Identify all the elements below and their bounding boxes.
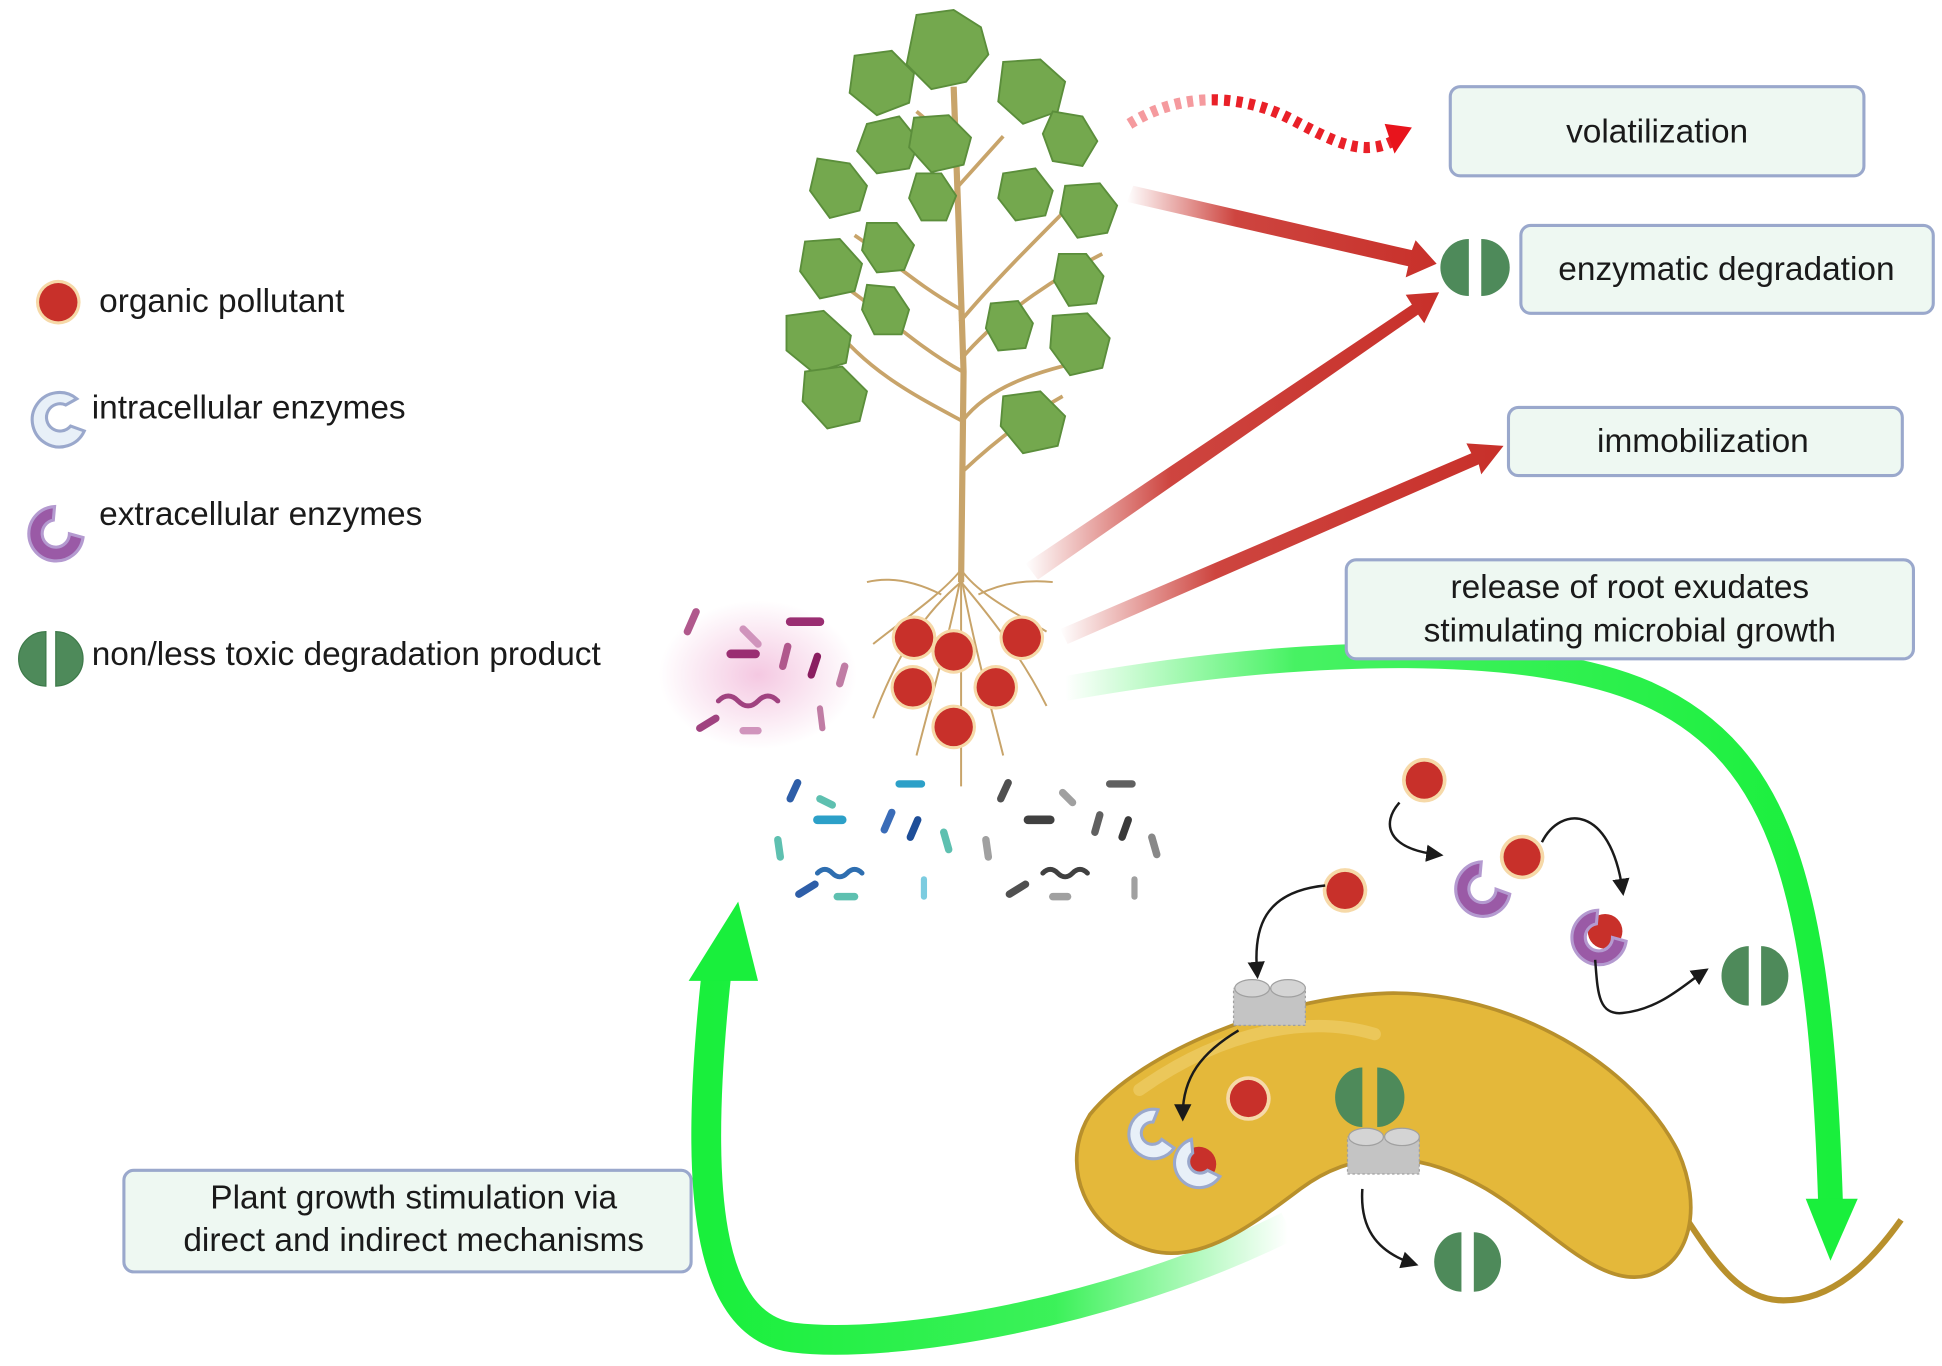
degradation-product-icon [1335,1067,1405,1127]
intracellular-enzyme-icon [30,391,87,449]
degradation-product-icon [18,630,84,687]
organic-pollutant-icon [931,629,976,674]
root-exudates-box: release of root exudates stimulating mic… [1344,558,1916,661]
intracellular-enzyme-icon [1127,1107,1177,1161]
organic-pollutant-icon [973,665,1019,710]
immobilization-label: immobilization [1597,423,1809,460]
plant-growth-line2: direct and indirect mechanisms [183,1222,644,1259]
root-exudates-line1: release of root exudates [1451,569,1810,606]
enzymatic-degradation-product-icon [1440,239,1510,296]
root-pollutants [890,615,1045,750]
microbes-gray [982,778,1161,901]
legend-item-extracellular-enzymes: extracellular enzymes [27,496,422,563]
plant-illustration [785,8,1119,787]
enzymatic-degradation-box: enzymatic degradation [1519,223,1935,315]
shoot-to-degradation-arrow [1127,185,1437,278]
plant-leaves [785,8,1119,455]
green-arrows [688,643,1858,1355]
legend-label: organic pollutant [99,283,345,320]
legend-item-degradation-product: non/less toxic degradation product [18,630,602,687]
organic-pollutant-icon [999,615,1045,661]
organic-pollutant-icon [931,704,976,750]
root-to-degradation-arrow [1025,292,1440,580]
plant-growth-arrow [688,901,1295,1355]
extracellular-enzyme-icon [27,504,85,563]
organic-pollutant-icon [1401,757,1447,803]
volatilization-label: volatilization [1566,113,1748,150]
plant-growth-box: Plant growth stimulation via direct and … [122,1168,693,1274]
microbes-blue [774,778,953,901]
flagellum [1671,1199,1904,1304]
organic-pollutant-icon [890,665,936,710]
legend: organic pollutant intracellular enzymes … [18,279,602,687]
organic-pollutant-icon [35,279,81,325]
root-exudates-line2: stimulating microbial growth [1424,613,1836,650]
transporter-top [1232,978,1306,1027]
root-exudates-arrow [1062,643,1858,1261]
degradation-product-icon [1721,946,1789,1006]
organic-pollutant-icon [1322,868,1368,913]
legend-item-organic-pollutant: organic pollutant [35,279,345,325]
organic-pollutant-icon [1499,834,1545,880]
legend-label: non/less toxic degradation product [92,636,602,673]
organic-pollutant-icon [891,615,937,661]
plant-growth-line1: Plant growth stimulation via [210,1180,617,1217]
root-to-immobilization-arrow [1060,443,1504,644]
red-arrows [1025,92,1504,644]
legend-label: extracellular enzymes [99,496,422,533]
enzyme-pollutant-complex-intracellular [1173,1137,1223,1190]
immobilization-box: immobilization [1506,405,1904,478]
degradation-product-icon [1434,1232,1502,1292]
legend-item-intracellular-enzymes: intracellular enzymes [30,390,406,449]
microbes-pink [658,600,858,750]
organic-pollutant-icon [1226,1076,1271,1121]
legend-label: intracellular enzymes [92,390,406,427]
extracellular-enzyme-icon [1454,860,1512,918]
enzyme-pollutant-complex-extracellular [1570,908,1628,967]
process-arrows [1247,801,1709,1269]
enzymatic-degradation-label: enzymatic degradation [1558,251,1894,288]
bacterium [1074,978,1904,1304]
transporter-bottom [1346,1127,1420,1175]
volatilization-arrow [1125,92,1412,154]
extracellular-process [1247,757,1789,1292]
volatilization-box: volatilization [1448,85,1866,178]
